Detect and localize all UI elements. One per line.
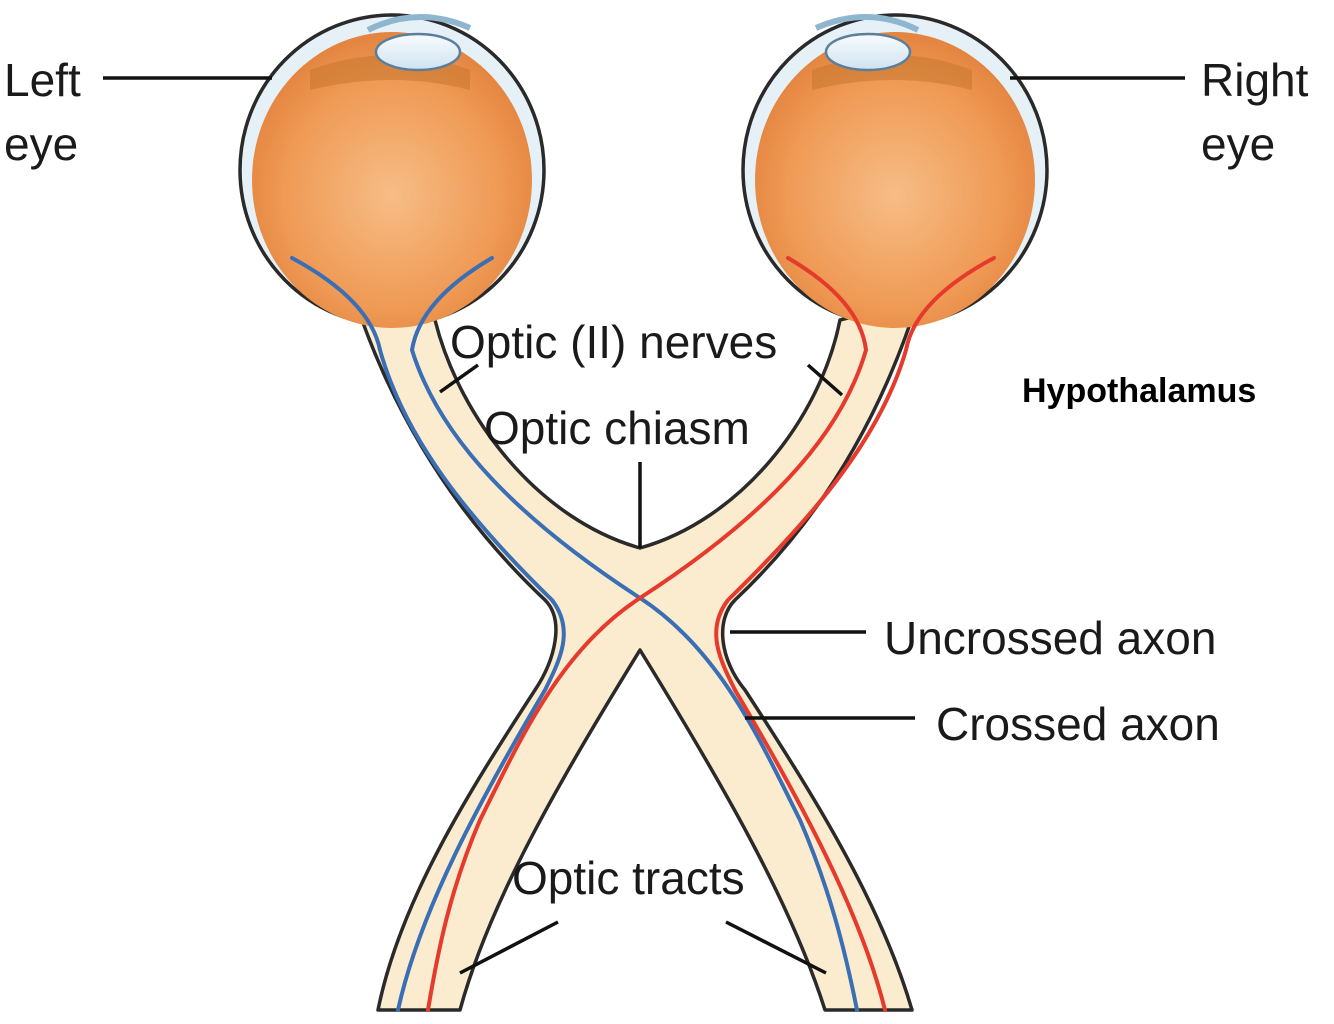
- uncrossed-axon-label: Uncrossed axon: [884, 612, 1216, 664]
- right-eye-label-line1: Right: [1201, 54, 1309, 106]
- right-eye-axons: [426, 256, 996, 1012]
- optic-nerves-left-leader: [438, 363, 480, 394]
- right-eyeball: [741, 13, 1049, 328]
- left-eye-uncrossed-axon: [290, 256, 566, 1012]
- optic-nerves-right-leader: [806, 363, 844, 397]
- labels: Left eye Right eye Hypothalamus Optic (I…: [4, 54, 1309, 904]
- right-eye-label-line2: eye: [1201, 118, 1275, 170]
- optic-tracts-left-leader: [459, 920, 559, 975]
- left-eye-label-line2: eye: [4, 118, 78, 170]
- leader-lines: [103, 76, 1185, 975]
- right-eye-uncrossed-axon: [714, 256, 996, 1012]
- left-eye-label-line1: Left: [4, 54, 81, 106]
- right-eye-crossed-axon: [426, 256, 869, 1012]
- optic-chiasm-label: Optic chiasm: [484, 402, 750, 454]
- optic-tracts-right-leader: [725, 920, 827, 975]
- optic-nerves-label: Optic (II) nerves: [450, 316, 777, 368]
- crossed-axon-label: Crossed axon: [936, 698, 1220, 750]
- left-eyeball: [238, 13, 546, 328]
- optic-tracts-label: Optic tracts: [512, 852, 745, 904]
- optic-pathway-body: [353, 298, 920, 1012]
- hypothalamus-label: Hypothalamus: [1022, 372, 1256, 410]
